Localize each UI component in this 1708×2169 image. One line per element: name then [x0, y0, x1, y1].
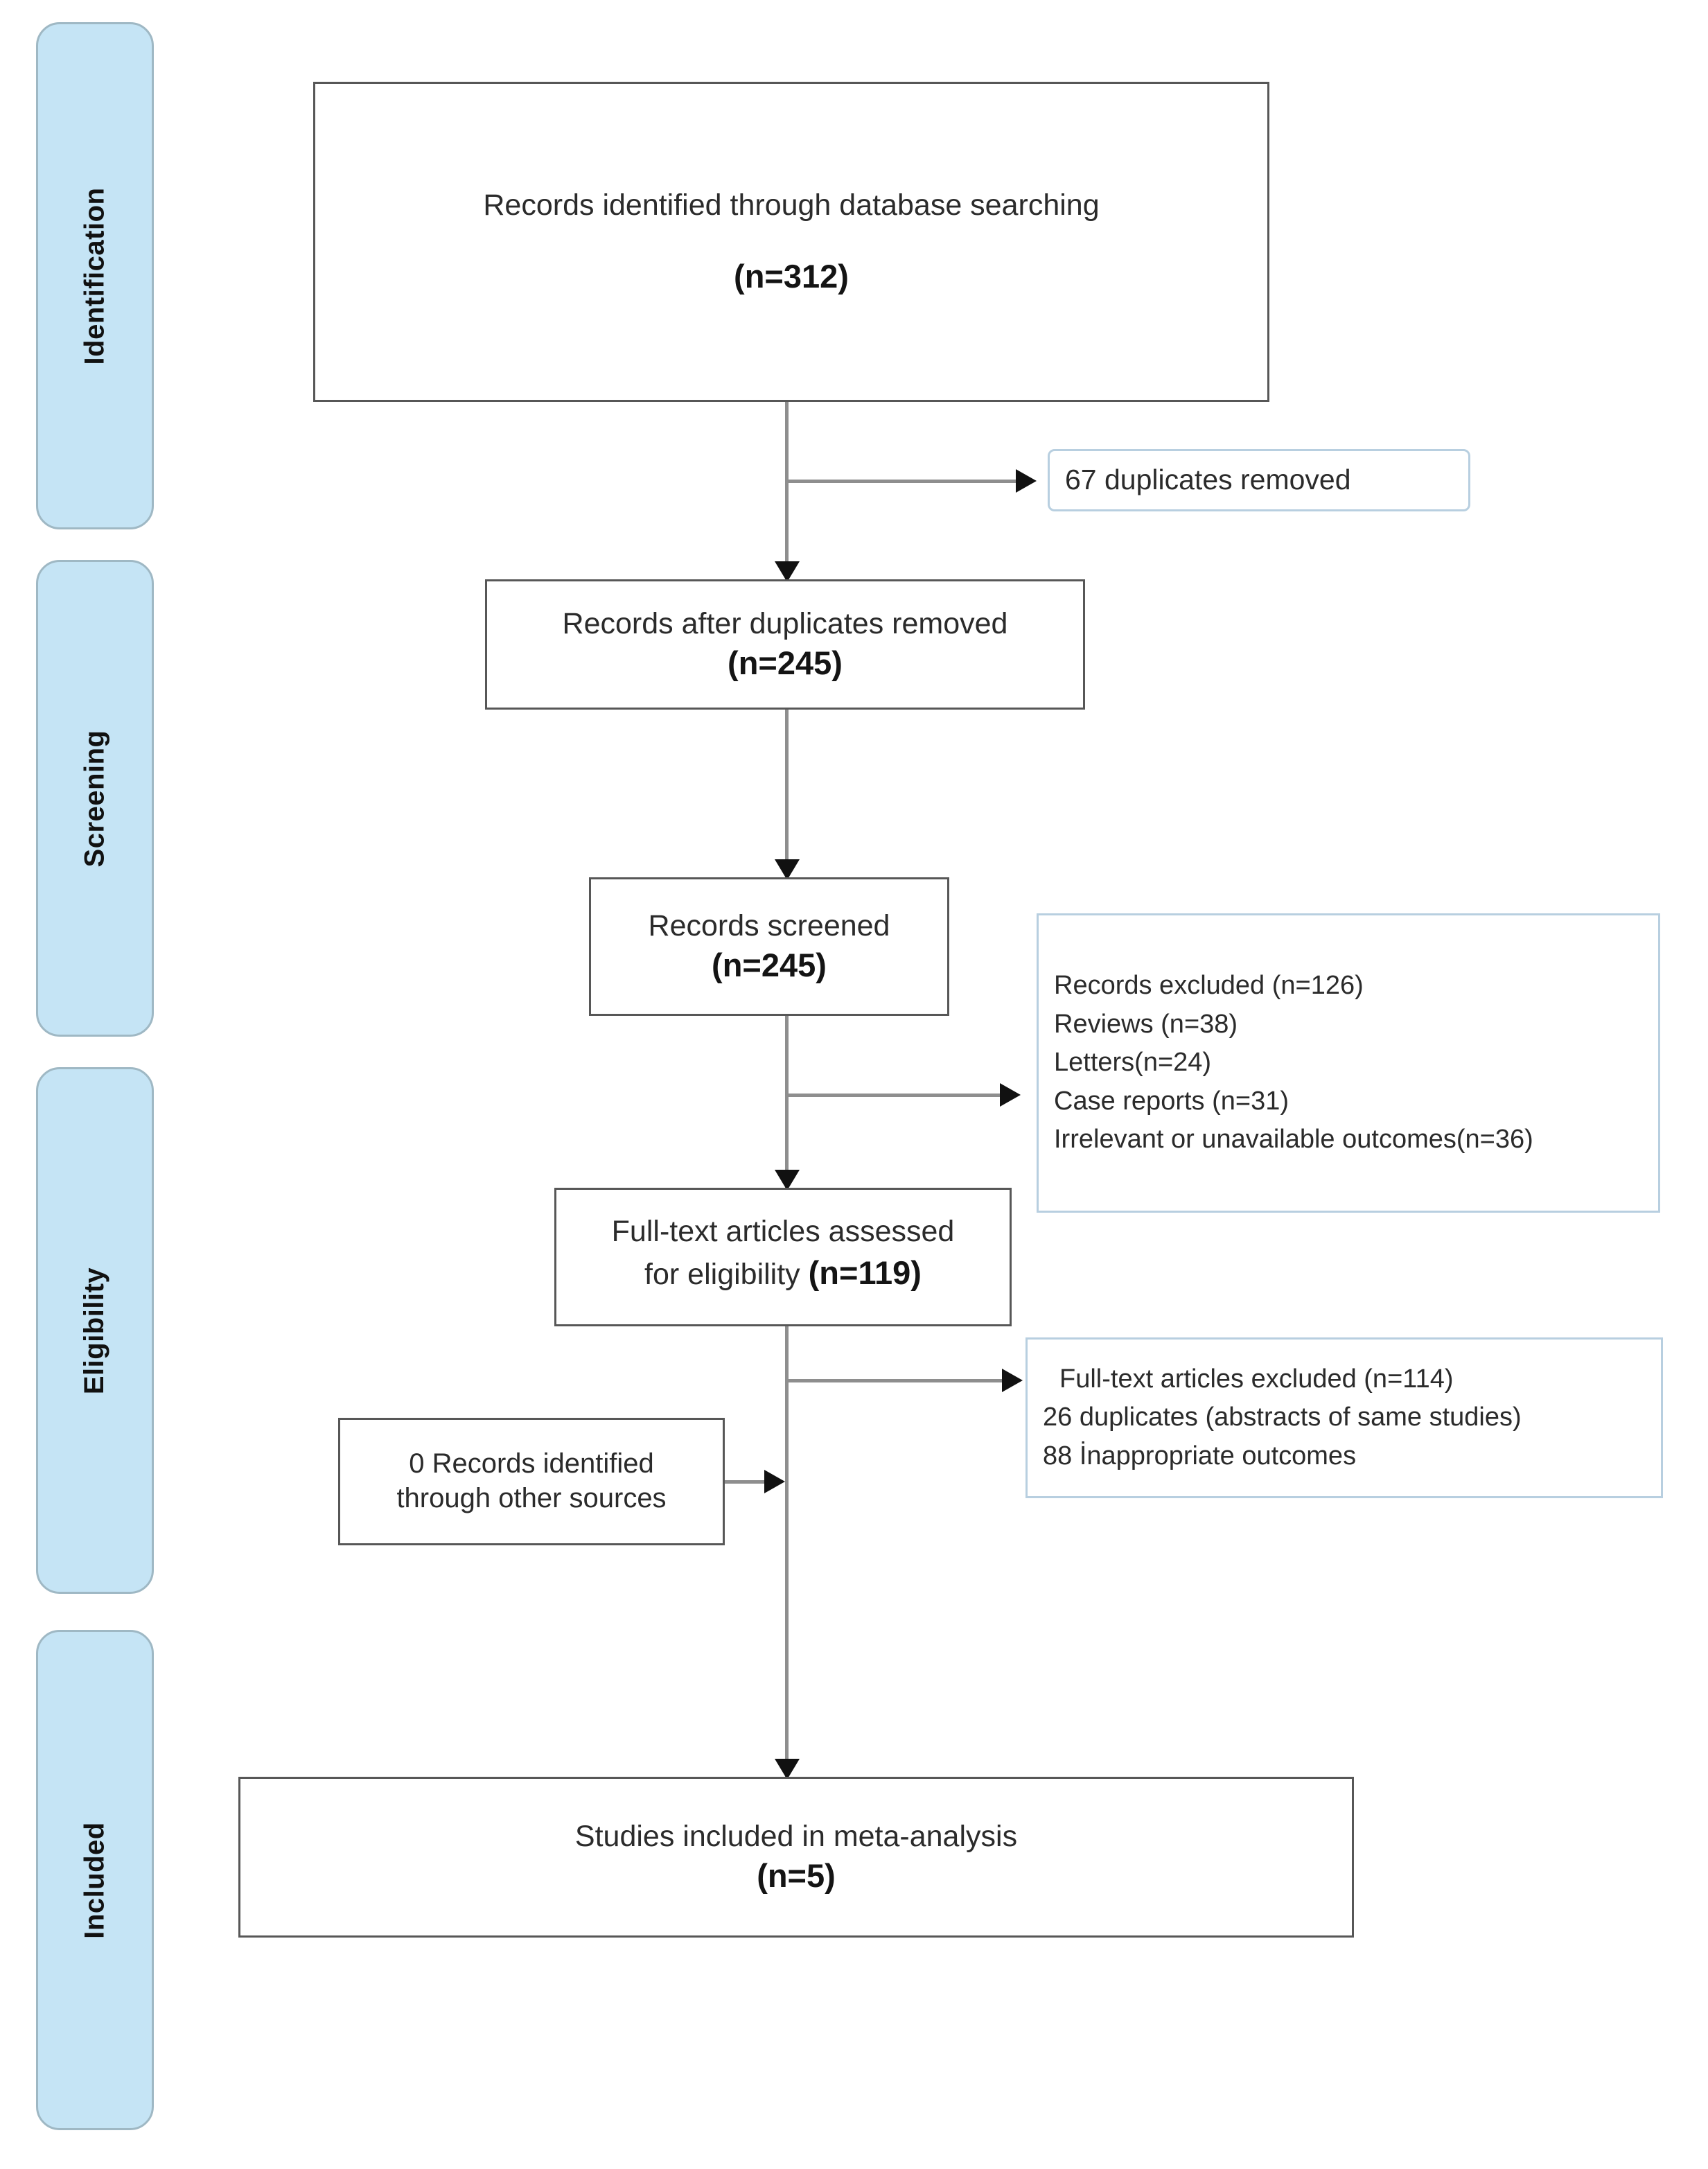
note-records-excluded: Records excluded (n=126) Reviews (n=38) … [1037, 913, 1660, 1213]
note-records-excluded-line-4: Case reports (n=31) [1054, 1086, 1289, 1116]
box-records-identified-count: (n=312) [734, 257, 849, 295]
arrowhead-right-to-records-excluded [1000, 1083, 1021, 1107]
connector-fulltext-to-included [785, 1326, 789, 1777]
connector-to-records-excluded [785, 1094, 1015, 1097]
note-fulltext-excluded-line-3: 88 İnappropriate outcomes [1043, 1441, 1357, 1470]
box-fulltext-assessed-content: Full-text articles assessed for eligibil… [612, 1213, 955, 1294]
connector-screened-to-fulltext [785, 1016, 789, 1188]
arrowhead-down-to-included [775, 1759, 800, 1780]
note-duplicates-removed: 67 duplicates removed [1048, 449, 1470, 511]
note-records-excluded-line-2: Reviews (n=38) [1054, 1009, 1238, 1039]
box-studies-included: Studies included in meta-analysis (n=5) [238, 1777, 1354, 1938]
box-records-screened-text: Records screened [648, 909, 890, 943]
phase-pill-identification: Identification [36, 22, 154, 529]
note-records-excluded-line-1: Records excluded (n=126) [1054, 971, 1364, 1001]
box-other-sources-line1: 0 Records identified [409, 1448, 654, 1479]
note-records-excluded-line-3: Letters(n=24) [1054, 1048, 1212, 1078]
box-other-sources-line2: through other sources [396, 1483, 667, 1513]
phase-pill-eligibility: Eligibility [36, 1067, 154, 1594]
phase-label-screening: Screening [79, 730, 110, 867]
arrowhead-right-to-fulltext-excluded [1002, 1369, 1023, 1392]
box-records-identified: Records identified through database sear… [313, 82, 1269, 402]
box-records-screened-count: (n=245) [712, 946, 827, 983]
connector-to-fulltext-excluded [785, 1379, 1018, 1382]
note-fulltext-excluded-line-2: 26 duplicates (abstracts of same studies… [1043, 1403, 1522, 1432]
box-records-after-duplicates: Records after duplicates removed (n=245) [485, 579, 1085, 710]
connector-other-sources-to-trunk [725, 1480, 766, 1484]
connector-to-duplicates-removed [785, 480, 1033, 483]
arrowhead-right-to-duplicates-removed [1016, 469, 1037, 493]
arrowhead-right-other-sources-to-trunk [764, 1470, 785, 1493]
arrowhead-down-to-fulltext [775, 1170, 800, 1191]
box-records-identified-text: Records identified through database sear… [483, 188, 1100, 222]
note-fulltext-excluded: Full-text articles excluded (n=114) 26 d… [1025, 1337, 1663, 1498]
connector-after-duplicates-to-screened [785, 710, 789, 877]
box-fulltext-assessed-count: (n=119) [808, 1254, 922, 1291]
box-studies-included-count: (n=5) [757, 1856, 836, 1894]
box-records-after-duplicates-count: (n=245) [728, 644, 843, 681]
note-fulltext-excluded-line-1: Full-text articles excluded (n=114) [1059, 1364, 1454, 1394]
phase-pill-included: Included [36, 1630, 154, 2130]
note-records-excluded-line-5: Irrelevant or unavailable outcomes(n=36) [1054, 1125, 1533, 1154]
box-fulltext-assessed-line1: Full-text articles assessed [611, 1215, 955, 1249]
box-studies-included-text: Studies included in meta-analysis [574, 1820, 1018, 1854]
phase-label-included: Included [79, 1821, 110, 1939]
phase-label-eligibility: Eligibility [79, 1267, 110, 1394]
box-fulltext-assessed: Full-text articles assessed for eligibil… [554, 1188, 1012, 1326]
box-records-after-duplicates-text: Records after duplicates removed [562, 607, 1008, 641]
phase-label-identification: Identification [79, 187, 110, 365]
phase-pill-screening: Screening [36, 560, 154, 1037]
box-records-screened: Records screened (n=245) [589, 877, 949, 1016]
box-fulltext-assessed-line2: for eligibility [644, 1258, 809, 1291]
note-duplicates-removed-text: 67 duplicates removed [1065, 464, 1351, 496]
arrowhead-down-to-after-duplicates [775, 561, 800, 582]
box-other-sources: 0 Records identified through other sourc… [338, 1418, 725, 1545]
connector-identified-to-after-duplicates [785, 402, 789, 579]
arrowhead-down-to-screened [775, 859, 800, 880]
